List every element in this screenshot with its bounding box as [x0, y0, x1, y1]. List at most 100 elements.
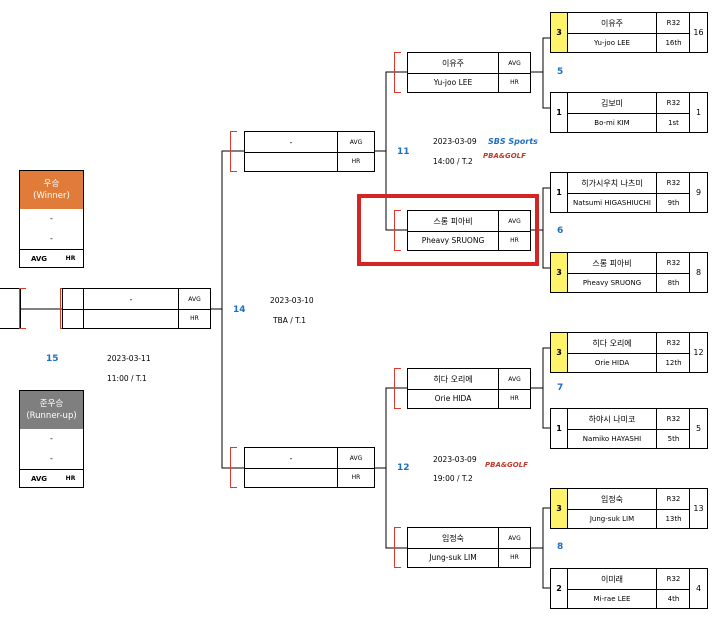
r16-divider	[408, 231, 530, 232]
r32-seed-box: 5	[689, 408, 708, 449]
r32-seed: 16	[693, 28, 704, 37]
r32-name-ko: 이유주	[600, 18, 624, 28]
r32-name-ko: 하야시 나미코	[588, 414, 636, 424]
r32-round: R32	[666, 495, 681, 503]
final-avg-label: AVG	[188, 295, 201, 303]
final-match-number: 15	[46, 354, 59, 364]
r32-score: 1	[556, 108, 562, 117]
r32-rank: 5th	[667, 434, 680, 443]
r32-row-divider	[567, 429, 690, 430]
r32-score: 3	[551, 489, 567, 528]
r32-round: R32	[666, 99, 681, 107]
r32-col-divider	[567, 93, 568, 132]
r32-name-en: Orie HIDA	[594, 358, 630, 367]
r16-col-divider	[498, 53, 499, 92]
qf-bottom-date: 2023-03-09	[433, 455, 477, 464]
r32-rank: 4th	[667, 594, 680, 603]
r32-round: R32	[666, 415, 681, 423]
winner-line1: -	[50, 214, 53, 223]
qf-bottom-number: 12	[397, 463, 410, 473]
r16-hr-label: HR	[510, 554, 519, 561]
qf-top-date: 2023-03-09	[433, 137, 477, 146]
r32-score: 3	[551, 333, 567, 372]
r32-round: R32	[666, 259, 681, 267]
r32-seed-box: 13	[689, 488, 708, 529]
r32-col-divider	[567, 489, 568, 528]
r32-name-en: Namiko HAYASHI	[582, 434, 642, 443]
runnerup-hr-label: HR	[65, 475, 76, 482]
winner-header: 우승 (Winner)	[20, 171, 83, 209]
r32-round: R32	[666, 19, 681, 27]
winner-avg-label: AVG	[30, 254, 48, 263]
r32-name-en: Mi-rae LEE	[593, 594, 631, 603]
qf-top-hr: HR	[351, 158, 361, 165]
r32-col-divider	[656, 93, 657, 132]
r32-round: R32	[666, 179, 681, 187]
r32-name-en: Natsumi HIGASHIUCHI	[573, 198, 651, 207]
r32-col-divider	[656, 173, 657, 212]
r32-rank: 1st	[668, 118, 679, 127]
r32-score: 3	[551, 253, 567, 292]
r16-avg-label: AVG	[508, 534, 521, 542]
r32-seed: 8	[695, 268, 702, 277]
r16-hr-label: HR	[510, 79, 519, 86]
r16-name-en: Orie HIDA	[434, 394, 472, 403]
r32-seed: 1	[695, 108, 702, 117]
qf-bottom-avg: AVG	[349, 454, 363, 462]
qf-bottom-hr: HR	[351, 474, 361, 481]
r32-seed: 4	[695, 584, 702, 593]
pba-golf-logo-top: PBA&GOLF	[483, 152, 526, 160]
r32-score: 3	[551, 13, 567, 52]
r32-round: R32	[666, 575, 681, 583]
r32-col-divider	[656, 13, 657, 52]
r16-name-ko: 스롱 피아비	[433, 216, 473, 226]
r32-rank: 8th	[667, 278, 680, 287]
r16-name-ko: 이유주	[441, 58, 465, 68]
winner-line2: -	[50, 234, 53, 243]
qf-bottom-player: -	[289, 453, 293, 463]
r32-seed-box: 4	[689, 568, 708, 609]
r32-round: R32	[666, 339, 681, 347]
r16-match-number: 5	[557, 67, 564, 77]
r32-col-divider	[656, 333, 657, 372]
r32-row-divider	[567, 33, 690, 34]
semi-match-time-table: TBA / T.1	[273, 316, 307, 325]
qf-top-avg: AVG	[349, 138, 363, 146]
r32-col-divider	[567, 569, 568, 608]
r32-seed: 12	[693, 348, 704, 357]
r32-row-divider	[567, 509, 690, 510]
r16-name-en: Pheavy SRUONG	[421, 236, 485, 245]
r32-col-divider	[656, 253, 657, 292]
final-left-slot	[0, 288, 21, 329]
r16-hr-label: HR	[510, 237, 519, 244]
sbs-sports-logo: SBS Sports	[488, 137, 538, 146]
r32-col-divider	[656, 409, 657, 448]
winner-hr-label: HR	[65, 255, 76, 262]
final-match-time-table: 11:00 / T.1	[107, 374, 147, 383]
qf-top-player: -	[289, 137, 293, 147]
r16-name-ko: 임정숙	[441, 533, 465, 543]
runnerup-box: 준우승 (Runner-up) - - AVG HR	[19, 390, 84, 488]
r32-seed: 5	[695, 424, 702, 433]
runnerup-line2: -	[50, 454, 53, 463]
final-match-date: 2023-03-11	[107, 354, 151, 363]
runnerup-header: 준우승 (Runner-up)	[20, 391, 83, 429]
r16-divider	[408, 73, 530, 74]
r32-score: 1	[556, 188, 562, 197]
r32-rank: 16th	[665, 38, 682, 47]
runnerup-subtitle: (Runner-up)	[26, 411, 77, 421]
r16-name-ko: 히다 오리에	[433, 374, 473, 384]
qf-bottom-box: - AVG HR	[244, 447, 375, 488]
r32-seed-box: 1	[689, 92, 708, 133]
final-hr-label: HR	[190, 315, 199, 322]
r32-col-divider	[567, 13, 568, 52]
qf-bottom-table: T.2	[461, 474, 473, 483]
r16-col-divider	[498, 369, 499, 408]
